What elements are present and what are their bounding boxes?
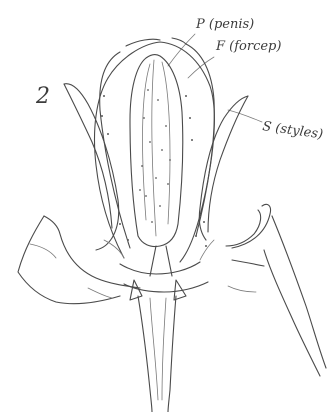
right-base-scratch: [200, 240, 214, 260]
basal-plate-upper: [120, 262, 200, 274]
stalk-left-line: [138, 296, 152, 412]
stalk-neck-left: [150, 246, 156, 276]
stalk-inner-left: [150, 298, 158, 400]
penis-label: P (penis): [195, 17, 254, 32]
stalk-inner-right: [162, 298, 166, 400]
styles-leader-line: [228, 110, 262, 122]
right-lobe-inner: [264, 250, 320, 376]
left-style-inner: [64, 84, 112, 228]
left-base-scratch: [104, 240, 124, 258]
figure-number-label: 2: [35, 84, 50, 109]
penis-midline: [152, 60, 156, 236]
left-lower-scratch: [88, 288, 112, 298]
right-lower-scratch: [228, 286, 256, 292]
forcep-right-tip: [172, 38, 186, 44]
stalk-right-line: [168, 296, 176, 412]
left-lobe-fold: [30, 244, 56, 258]
right-style-outer: [199, 96, 248, 240]
penis-inner-line-right: [162, 62, 170, 224]
forcep-left-arm: [100, 52, 130, 248]
penis-body: [130, 55, 183, 247]
right-hook-outer: [232, 204, 271, 248]
penis-stippling: [139, 89, 171, 223]
left-lobe-lower: [18, 216, 120, 304]
capsule-outline-left: [95, 78, 125, 258]
stalk-neck-right: [166, 246, 172, 276]
forcep-label: F (forcep): [215, 39, 281, 54]
right-hook-inner: [226, 210, 261, 246]
right-lobe-connector: [232, 260, 264, 266]
left-lobe-upper: [44, 216, 140, 288]
penis-leader-line: [168, 34, 195, 66]
styles-label: S (styles): [261, 119, 323, 142]
